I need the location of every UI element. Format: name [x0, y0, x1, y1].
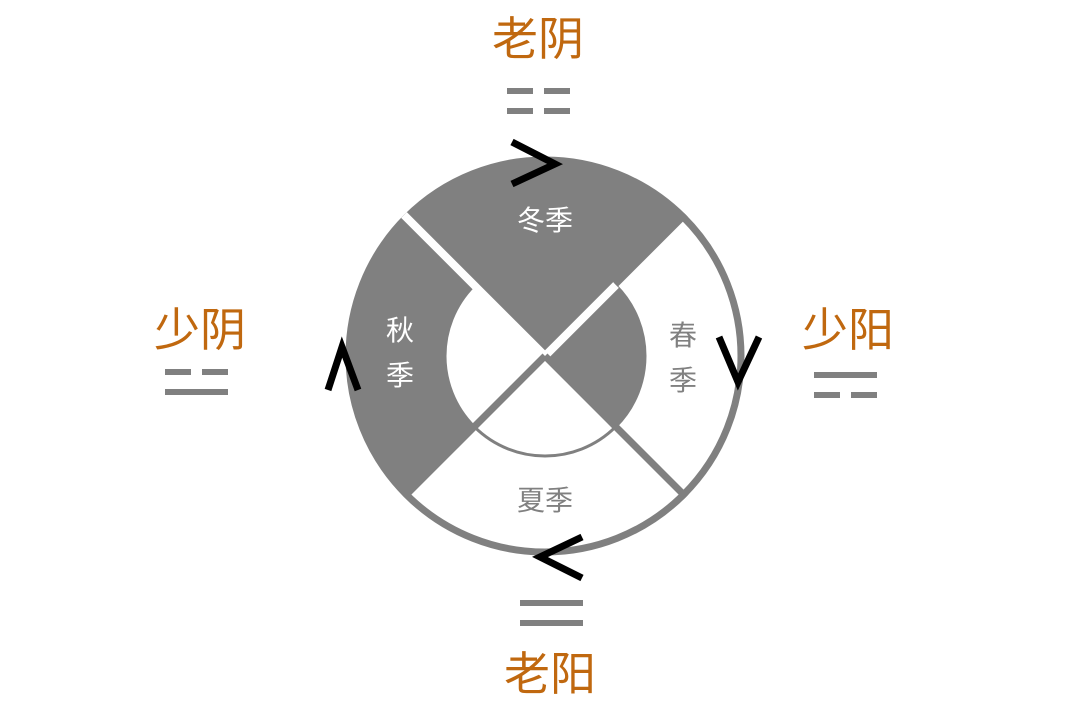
- spring-inner-sector: [545, 285, 645, 427]
- trigram-right-yin-line: [814, 392, 840, 398]
- divider-bottom-right: [542, 353, 689, 500]
- trigram-top-yin-line: [544, 108, 570, 114]
- autumn-sector: [348, 217, 475, 495]
- season-spring-1: 春: [669, 319, 697, 352]
- trigram-bottom-yang-line: [520, 600, 583, 606]
- inner-circle: [443, 254, 647, 458]
- winter-sector: [406, 159, 684, 356]
- trigram-left-yang-line: [165, 389, 228, 395]
- label-young-yang: 少阳: [802, 303, 894, 357]
- season-summer: 夏季: [517, 484, 573, 517]
- label-old-yang: 老阳: [504, 647, 596, 701]
- season-spring-2: 季: [669, 364, 697, 397]
- divider-top-right-inner: [542, 282, 619, 359]
- label-young-yin: 少阴: [154, 303, 246, 357]
- arrow-down-icon: [715, 335, 763, 391]
- season-winter: 冬季: [517, 204, 573, 237]
- season-autumn-2: 季: [386, 359, 414, 392]
- label-old-yin: 老阴: [492, 12, 584, 66]
- divider-top-right-outer: [614, 213, 688, 287]
- divider-top-left: [401, 212, 548, 359]
- arrow-up-icon: [324, 336, 362, 392]
- trigram-left-yin-line: [202, 369, 228, 375]
- trigrams: [165, 88, 877, 626]
- trigram-right-yang-line: [814, 372, 877, 378]
- trigram-bottom-yang-line: [520, 620, 583, 626]
- trigram-right-yin-line: [851, 392, 877, 398]
- trigram-top-yin-line: [507, 88, 533, 94]
- season-autumn-1: 秋: [386, 314, 414, 347]
- trigram-top-yin-line: [507, 108, 533, 114]
- arrow-right-icon: [510, 138, 563, 188]
- trigram-top-yin-line: [544, 88, 570, 94]
- divider-bottom-left: [403, 353, 548, 498]
- arrow-left-icon: [532, 533, 584, 582]
- trigram-left-yin-line: [165, 369, 191, 375]
